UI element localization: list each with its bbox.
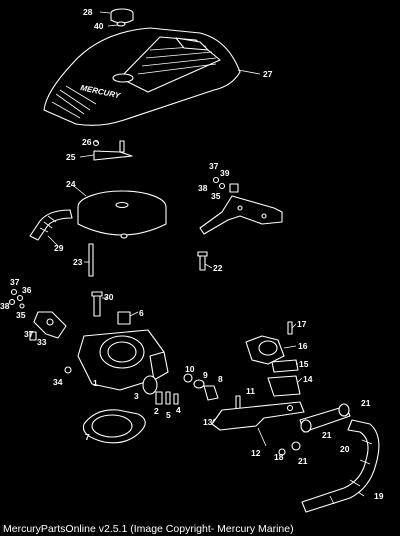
- long-vent-hose[interactable]: [301, 419, 380, 513]
- callout-35-left: 35: [16, 310, 26, 320]
- callout-39: 39: [220, 168, 230, 178]
- callout-18: 18: [274, 452, 284, 462]
- callout-21-mid: 21: [322, 430, 332, 440]
- callout-37-left: 37: [10, 277, 20, 287]
- callout-33: 33: [37, 337, 47, 347]
- iac-gasket-and-screws[interactable]: [142, 375, 179, 405]
- exploded-parts-diagram: MERCURY: [0, 7, 384, 513]
- callout-5: 5: [166, 410, 171, 420]
- callout-23: 23: [73, 257, 83, 267]
- map-sensor-assembly[interactable]: [245, 321, 301, 397]
- callout-16: 16: [298, 341, 308, 351]
- upper-right-fasteners[interactable]: [212, 176, 239, 193]
- callout-40: 40: [94, 21, 104, 31]
- callout-27: 27: [263, 69, 273, 79]
- iac-valve-parts[interactable]: [183, 373, 219, 401]
- callout-17: 17: [297, 319, 307, 329]
- copyright-caption: MercuryPartsOnline v2.5.1 (Image Copyrig…: [3, 523, 294, 535]
- throttle-stop-screw[interactable]: [64, 366, 72, 374]
- engine-top-cover[interactable]: MERCURY: [43, 27, 241, 126]
- throttle-body-gasket[interactable]: [82, 409, 146, 444]
- leader-lines: [47, 11, 365, 497]
- throttle-body-bolt[interactable]: [91, 291, 103, 317]
- bracket-stud[interactable]: [197, 251, 208, 271]
- callout-8: 8: [218, 374, 223, 384]
- throttle-cable-bracket[interactable]: [199, 195, 283, 235]
- throttle-body[interactable]: [77, 329, 169, 391]
- callout-2: 2: [154, 406, 159, 416]
- callout-6: 6: [139, 308, 144, 318]
- callout-38-left: 38: [0, 301, 10, 311]
- flame-arrestor[interactable]: [77, 190, 167, 239]
- breather-hose[interactable]: [29, 209, 73, 241]
- callout-21-right: 21: [361, 398, 371, 408]
- callout-30: 30: [104, 292, 114, 302]
- callout-labels: 28 40 27 26 25 24 37 39 38 35 29 23 22 3…: [0, 7, 384, 501]
- callout-7: 7: [85, 432, 90, 442]
- callout-29: 29: [54, 243, 64, 253]
- callout-37-upper: 37: [209, 161, 219, 171]
- callout-13: 13: [203, 417, 213, 427]
- position-sensor[interactable]: [117, 311, 131, 325]
- callout-24: 24: [66, 179, 76, 189]
- callout-9: 9: [203, 370, 208, 380]
- callout-36: 36: [22, 285, 32, 295]
- callout-14: 14: [303, 374, 313, 384]
- callout-3: 3: [134, 391, 139, 401]
- callout-12: 12: [251, 448, 261, 458]
- callout-20: 20: [340, 444, 350, 454]
- callout-10: 10: [185, 364, 195, 374]
- left-fasteners[interactable]: [8, 288, 25, 309]
- mounting-stud[interactable]: [88, 243, 94, 277]
- vent-hose-and-clamps[interactable]: [278, 403, 351, 456]
- cover-bracket[interactable]: [92, 139, 133, 161]
- callout-15: 15: [299, 359, 309, 369]
- callout-28: 28: [83, 7, 93, 17]
- throttle-linkage[interactable]: [29, 311, 67, 341]
- callout-35-upper: 35: [211, 191, 221, 201]
- callout-38-upper: 38: [198, 183, 208, 193]
- callout-19: 19: [374, 491, 384, 501]
- callout-4: 4: [176, 405, 181, 415]
- callout-22: 22: [213, 263, 223, 273]
- lower-mounting-bracket[interactable]: [211, 401, 305, 431]
- callout-25: 25: [66, 152, 76, 162]
- callout-37-mid: 37: [24, 329, 34, 339]
- callout-34: 34: [53, 377, 63, 387]
- callout-26: 26: [82, 137, 92, 147]
- callout-1: 1: [93, 378, 98, 388]
- callout-11: 11: [246, 386, 255, 396]
- oil-filler-cap[interactable]: [110, 8, 134, 27]
- callout-21-lower: 21: [298, 456, 308, 466]
